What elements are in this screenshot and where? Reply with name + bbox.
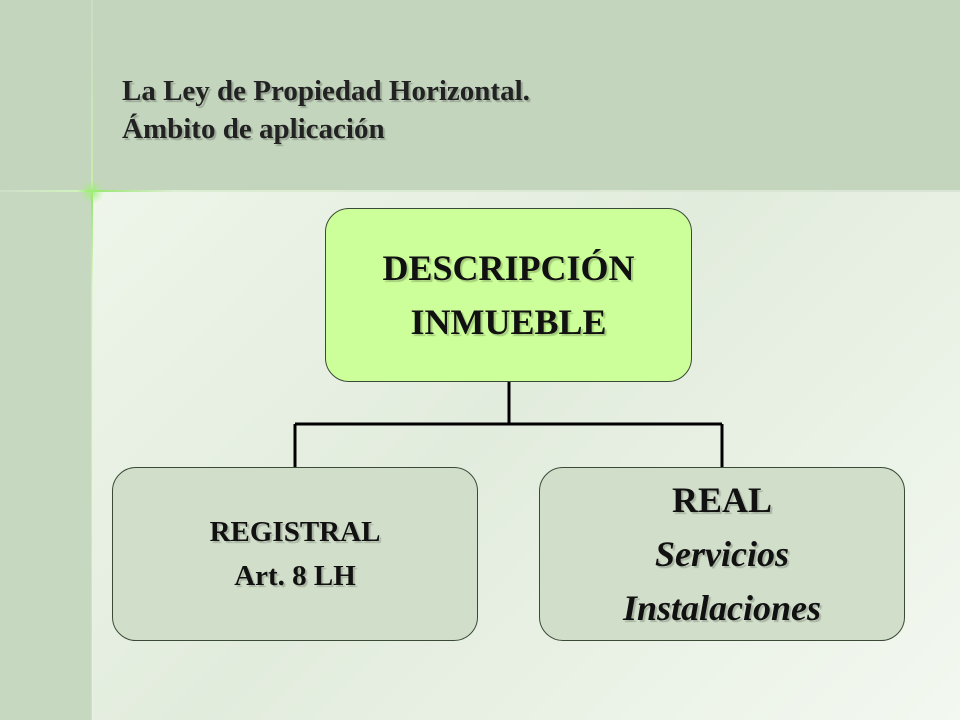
accent-line-vertical [91, 0, 93, 720]
node-right-line-1: REAL [671, 480, 773, 520]
slide-title-line-1: La Ley de Propiedad Horizontal. [122, 75, 530, 107]
node-root-line-1: DESCRIPCIÓN [382, 248, 635, 288]
node-left-line-1: REGISTRAL [209, 516, 381, 548]
node-right-line-2: Servicios [655, 534, 789, 574]
slide-title: La Ley de Propiedad Horizontal. Ámbito d… [122, 72, 530, 148]
node-descripcion-inmueble: DESCRIPCIÓN INMUEBLE [325, 208, 692, 382]
node-root-line-2: INMUEBLE [410, 302, 607, 342]
accent-sparkle [80, 180, 104, 204]
left-band [0, 192, 92, 720]
slide-title-line-2: Ámbito de aplicación [122, 113, 385, 145]
header-band [0, 0, 960, 192]
accent-line-horizontal [0, 190, 960, 192]
node-real: REAL Servicios Instalaciones [539, 467, 905, 641]
node-registral: REGISTRAL Art. 8 LH [112, 467, 478, 641]
node-right-line-3: Instalaciones [622, 588, 822, 628]
node-left-line-2: Art. 8 LH [234, 560, 356, 592]
